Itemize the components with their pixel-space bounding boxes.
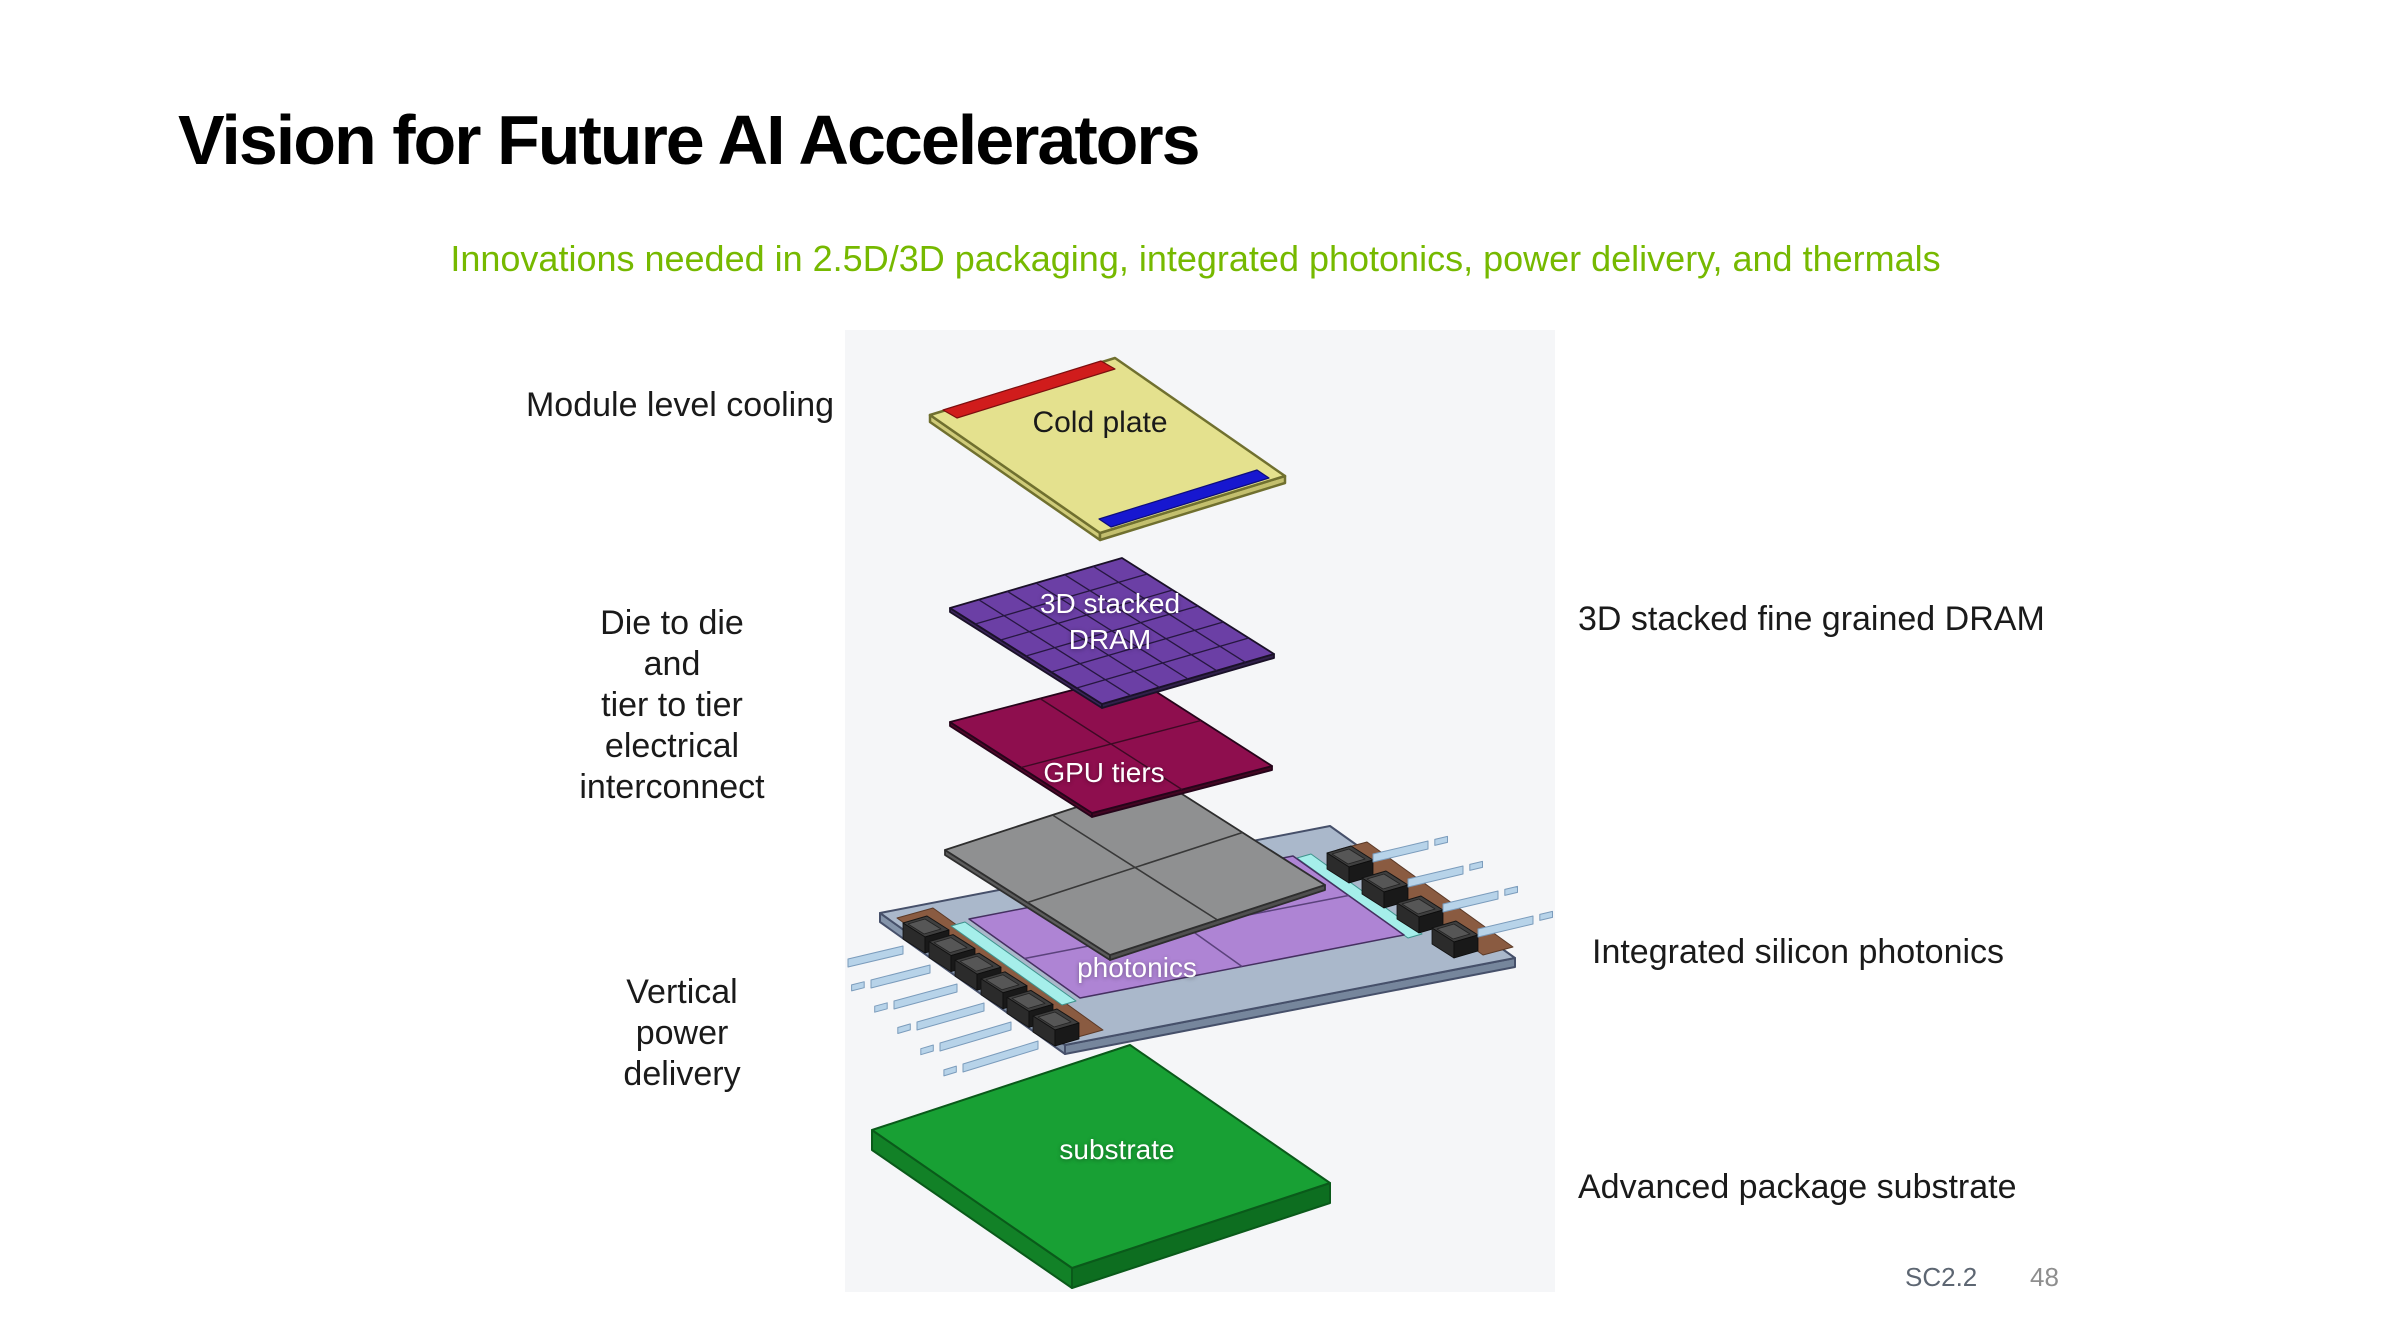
annotation-module-cooling: Module level cooling (525, 386, 835, 424)
slide-subtitle: Innovations needed in 2.5D/3D packaging,… (450, 238, 1941, 279)
annotation-substrate: Advanced package substrate (1578, 1168, 2017, 1206)
interposer-layer (944, 779, 1326, 961)
gpu-tiers-layer (949, 674, 1273, 818)
dram-label: 3D stacked DRAM (1040, 586, 1180, 658)
annotation-dram: 3D stacked fine grained DRAM (1578, 600, 2045, 638)
slide-title: Vision for Future AI Accelerators (178, 101, 1201, 179)
annotation-photonics: Integrated silicon photonics (1592, 933, 2005, 971)
annotation-interconnect: Die to die and tier to tier electrical i… (579, 604, 765, 806)
substrate-layer (871, 1044, 1331, 1289)
diagram-panel (845, 330, 1555, 1292)
dram-layer (949, 557, 1275, 709)
footer-page-number: 48 (2030, 1262, 2059, 1292)
footer-session-code: SC2.2 (1905, 1262, 1978, 1292)
gpu-tiers-label: GPU tiers (1043, 757, 1165, 788)
cold-plate-layer (928, 356, 1287, 542)
photonics-label: photonics (1077, 952, 1197, 983)
substrate-label: substrate (1059, 1134, 1175, 1165)
annotation-vertical-power: Vertical power delivery (623, 973, 741, 1093)
cold-plate-label: Cold plate (1032, 406, 1168, 439)
dram-label-line2: DRAM (1068, 624, 1152, 655)
dram-label-line1: 3D stacked (1039, 588, 1181, 619)
exploded-stack-diagram (847, 356, 1553, 1289)
